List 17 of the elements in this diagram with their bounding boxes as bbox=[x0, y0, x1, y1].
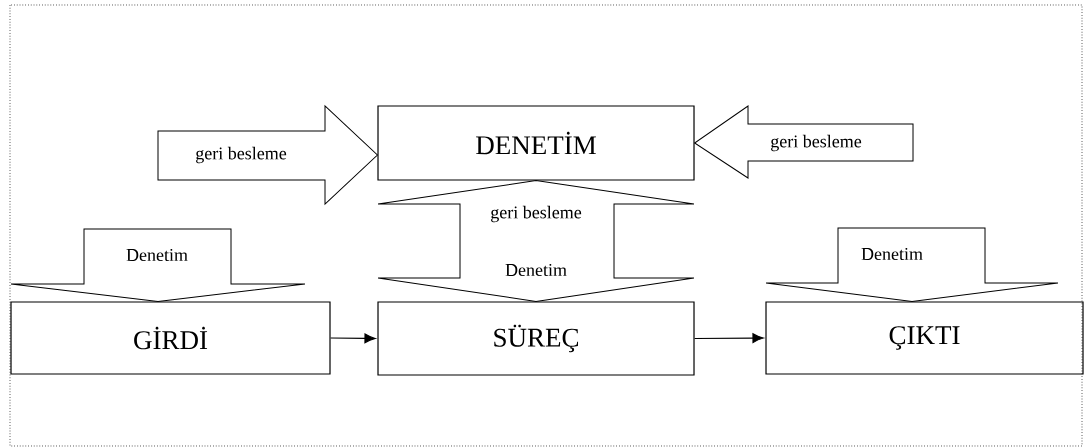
edge-label: geri besleme bbox=[491, 205, 582, 223]
process-box: DENETİM bbox=[377, 105, 695, 181]
process-box: ÇIKTI bbox=[765, 301, 1084, 375]
block-arrow bbox=[157, 105, 378, 205]
arrow-label: Denetim bbox=[505, 263, 567, 277]
edge-label: Denetim bbox=[861, 247, 923, 261]
block-arrow bbox=[10, 228, 306, 302]
edge-label: Denetim bbox=[126, 248, 188, 262]
block-arrow bbox=[765, 227, 1059, 302]
double-block-arrow bbox=[377, 180, 695, 302]
process-box: SÜREÇ bbox=[377, 301, 695, 376]
arrow bbox=[694, 333, 764, 344]
process-box: GİRDİ bbox=[10, 301, 331, 375]
block-arrow bbox=[694, 105, 914, 179]
edge-label: geri besleme bbox=[196, 146, 287, 164]
arrow bbox=[330, 333, 376, 344]
edge-label: geri besleme bbox=[771, 134, 862, 152]
